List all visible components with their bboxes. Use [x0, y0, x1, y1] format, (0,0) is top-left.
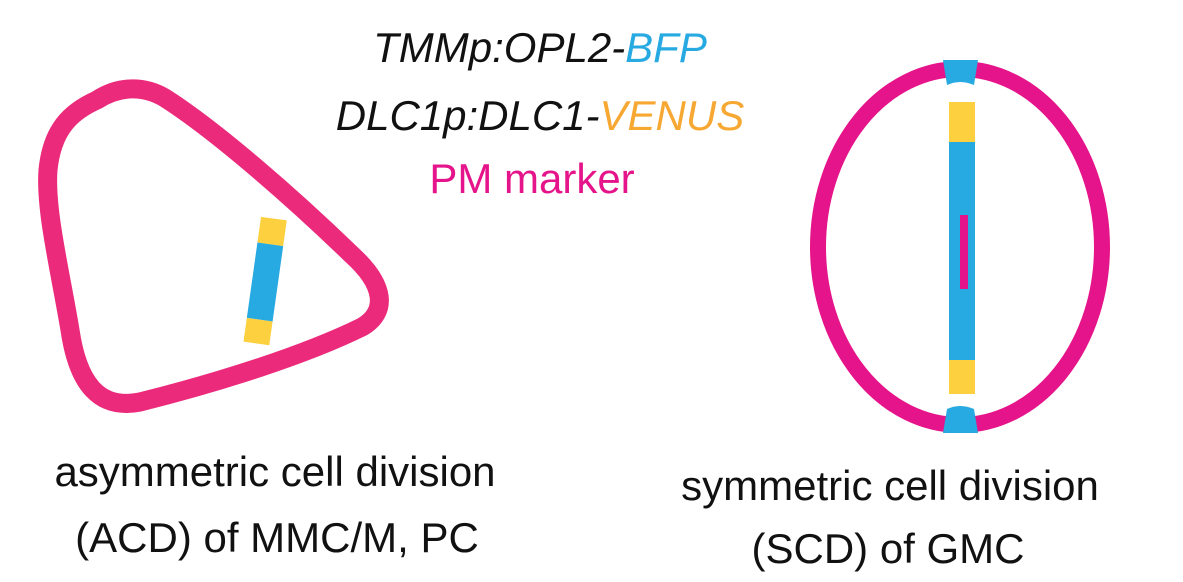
legend-bfp-prefix: TMMp:OPL2-: [373, 24, 625, 71]
scd-cell-plate: [960, 215, 968, 289]
legend-bfp-highlight: BFP: [625, 24, 707, 71]
legend-line-pm-marker: PM marker: [429, 155, 634, 202]
legend-line-venus: DLC1p:DLC1-VENUS: [336, 92, 744, 139]
scd-pore-top: [943, 60, 978, 85]
acd-cell: [38, 79, 389, 413]
acd-division-plane: [243, 216, 287, 346]
legend-venus-highlight: VENUS: [600, 92, 745, 139]
scd-venus-bottom: [949, 360, 975, 394]
scd-cell: [810, 60, 1110, 433]
acd-caption-line1: asymmetric cell division: [54, 448, 495, 495]
acd-venus-bottom: [243, 317, 273, 346]
scd-venus-top: [949, 102, 975, 142]
acd-venus-top: [257, 216, 287, 247]
acd-bfp-band: [246, 242, 284, 322]
scd-caption-line1: symmetric cell division: [681, 462, 1099, 509]
legend-line-bfp: TMMp:OPL2-BFP: [373, 24, 707, 71]
scd-pore-bottom: [943, 406, 978, 433]
acd-plasma-membrane: [38, 79, 389, 413]
captions: asymmetric cell division (ACD) of MMC/M,…: [54, 448, 1098, 572]
legend: TMMp:OPL2-BFP DLC1p:DLC1-VENUS PM marker: [336, 24, 744, 202]
legend-venus-prefix: DLC1p:DLC1-: [336, 92, 600, 139]
scd-caption-line2: (SCD) of GMC: [752, 525, 1025, 572]
acd-caption-line2: (ACD) of MMC/M, PC: [75, 514, 479, 561]
